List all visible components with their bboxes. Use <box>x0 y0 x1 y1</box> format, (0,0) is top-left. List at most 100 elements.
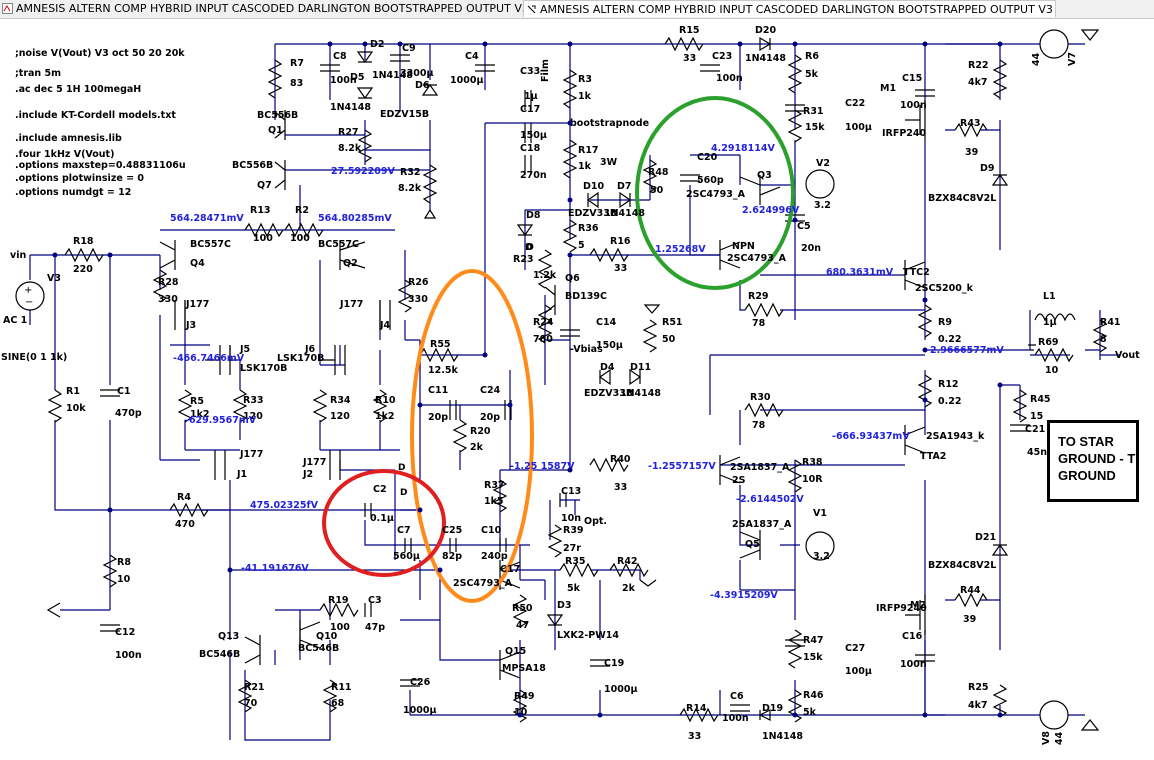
component-value: 5k <box>803 707 817 718</box>
net-label-2s: 2S <box>732 475 746 486</box>
component-ref: Q6 <box>565 273 580 284</box>
component-labels: R7 83 BC556B Q1 BC556B Q7 C8 100n D2 D5 … <box>1 25 1121 745</box>
component-ref: C25 <box>442 525 462 536</box>
voltage-readout: -1.2557157V <box>648 461 716 472</box>
component-value: 44 <box>1031 52 1042 66</box>
component-ref: R27 <box>338 127 359 138</box>
component-ref: D3 <box>557 600 572 611</box>
voltage-readout: -629.9567mV <box>185 415 257 426</box>
junction-dots <box>52 41 1003 718</box>
component-ref: C20 <box>697 152 718 163</box>
component-ref: C16 <box>902 631 923 642</box>
tab-schematic-2[interactable]: AMNESIS ALTERN COMP HYBRID INPUT CASCODE… <box>523 0 1056 17</box>
component-value: 100µ <box>845 666 872 677</box>
component-ref: R31 <box>803 106 824 117</box>
component-value: 50 <box>662 334 676 345</box>
component-ref: R32 <box>400 167 421 178</box>
resistors <box>47 36 1108 723</box>
component-value: 1µ <box>524 91 538 102</box>
component-value: 780 <box>533 334 553 345</box>
component-value: 44 <box>1054 731 1065 745</box>
component-ref: R55 <box>430 339 451 350</box>
schematic-canvas[interactable]: + − ;noise V(Vout) V3 oct 50 20 20k ;tra… <box>0 18 1154 756</box>
component-ref: Q2 <box>343 258 358 269</box>
component-value: 2SA1837_A <box>732 519 792 530</box>
component-value: LSK170B <box>277 353 324 364</box>
component-value: EDZV33B <box>568 208 617 219</box>
component-value: 100n <box>722 713 749 724</box>
net-label-q17-type: 2SC4793_A <box>453 578 513 589</box>
component-value: 39 <box>965 147 978 158</box>
voltage-readout: -4.3915209V <box>710 590 778 601</box>
tab-schematic-1[interactable]: AMNESIS ALTERN COMP HYBRID INPUT CASCODE… <box>0 0 529 17</box>
component-value: 15 <box>1030 411 1043 422</box>
component-ref: R19 <box>328 595 349 606</box>
component-value: 100n <box>900 100 927 111</box>
component-value: 1000µ <box>450 75 483 86</box>
component-ref: TTA2 <box>920 451 946 462</box>
net-label-3w: 3W <box>600 157 618 168</box>
component-value: 1µ <box>1043 317 1057 328</box>
component-ref: C9 <box>402 43 416 54</box>
component-value: 8.2k <box>398 183 422 194</box>
net-label-d: D <box>400 488 407 498</box>
component-ref: C27 <box>845 643 865 654</box>
component-ref: V3 <box>47 273 61 284</box>
component-value: 83 <box>290 78 303 89</box>
component-ref: R1 <box>66 386 80 397</box>
component-value: 1000µ <box>604 684 637 695</box>
component-value: 100µ <box>845 122 872 133</box>
directive-plotwinsize: .options plotwinsize = 0 <box>15 173 144 184</box>
component-ref: R43 <box>960 118 981 129</box>
component-ref: J2 <box>302 469 313 480</box>
component-value: 150µ <box>520 130 547 141</box>
net-label-vbias: -Vbias <box>570 344 603 355</box>
component-ref: D19 <box>762 703 783 714</box>
component-ref: L1 <box>1043 291 1056 302</box>
component-ref: C18 <box>520 143 541 154</box>
component-ref: R8 <box>117 557 131 568</box>
net-label-d: D <box>398 463 405 473</box>
component-value: 270n <box>520 170 547 181</box>
component-ref: C23 <box>712 51 732 62</box>
component-value: 1.2k <box>533 270 557 281</box>
highlight-annotations <box>322 96 795 603</box>
component-ref: C12 <box>115 627 135 638</box>
net-label-q3-type: 2SC4793_A <box>727 253 787 264</box>
component-ref: C5 <box>797 221 811 232</box>
component-ref: R21 <box>244 682 265 693</box>
component-value: 27r <box>563 543 581 554</box>
component-value: 39 <box>963 614 976 625</box>
component-ref: Q7 <box>257 180 272 191</box>
component-ref: D4 <box>600 362 615 373</box>
component-ref: R18 <box>73 236 94 247</box>
voltage-readout: 2.9666577mV <box>930 345 1004 356</box>
component-ref: C14 <box>596 317 617 328</box>
component-value: 10n <box>561 513 581 524</box>
component-ref: D20 <box>755 25 776 36</box>
component-value: 15k <box>805 122 825 133</box>
net-label-d: D <box>525 243 532 253</box>
component-ref: D9 <box>980 163 995 174</box>
component-value: 20p <box>428 412 448 423</box>
component-value: 100n <box>716 73 743 84</box>
component-value: BC546B <box>199 649 240 660</box>
component-value: 0.1µ <box>370 513 394 524</box>
component-value: 1N4148 <box>745 53 786 64</box>
voltage-readout: 475.02325fV <box>250 500 319 511</box>
component-value: 33 <box>614 263 627 274</box>
tab-label: AMNESIS ALTERN COMP HYBRID INPUT CASCODE… <box>540 3 1053 16</box>
component-value: EDZV33B <box>584 388 633 399</box>
component-value: BC556B <box>232 160 273 171</box>
schematic-drawing: + − ;noise V(Vout) V3 oct 50 20 20k ;tra… <box>1 25 1140 745</box>
component-ref: C6 <box>730 691 744 702</box>
component-ref: R35 <box>565 556 586 567</box>
component-ref: R12 <box>938 379 959 390</box>
component-ref: R20 <box>470 426 491 437</box>
component-ref: R45 <box>1030 394 1051 405</box>
net-labels: vin Vout -Vbias bootstrapnode 3W Film Op… <box>3 59 1140 589</box>
component-ref: D10 <box>583 181 604 192</box>
component-value: 2SC4793_A <box>686 189 746 200</box>
component-value: J177 <box>302 457 326 468</box>
component-ref: R41 <box>1100 317 1121 328</box>
